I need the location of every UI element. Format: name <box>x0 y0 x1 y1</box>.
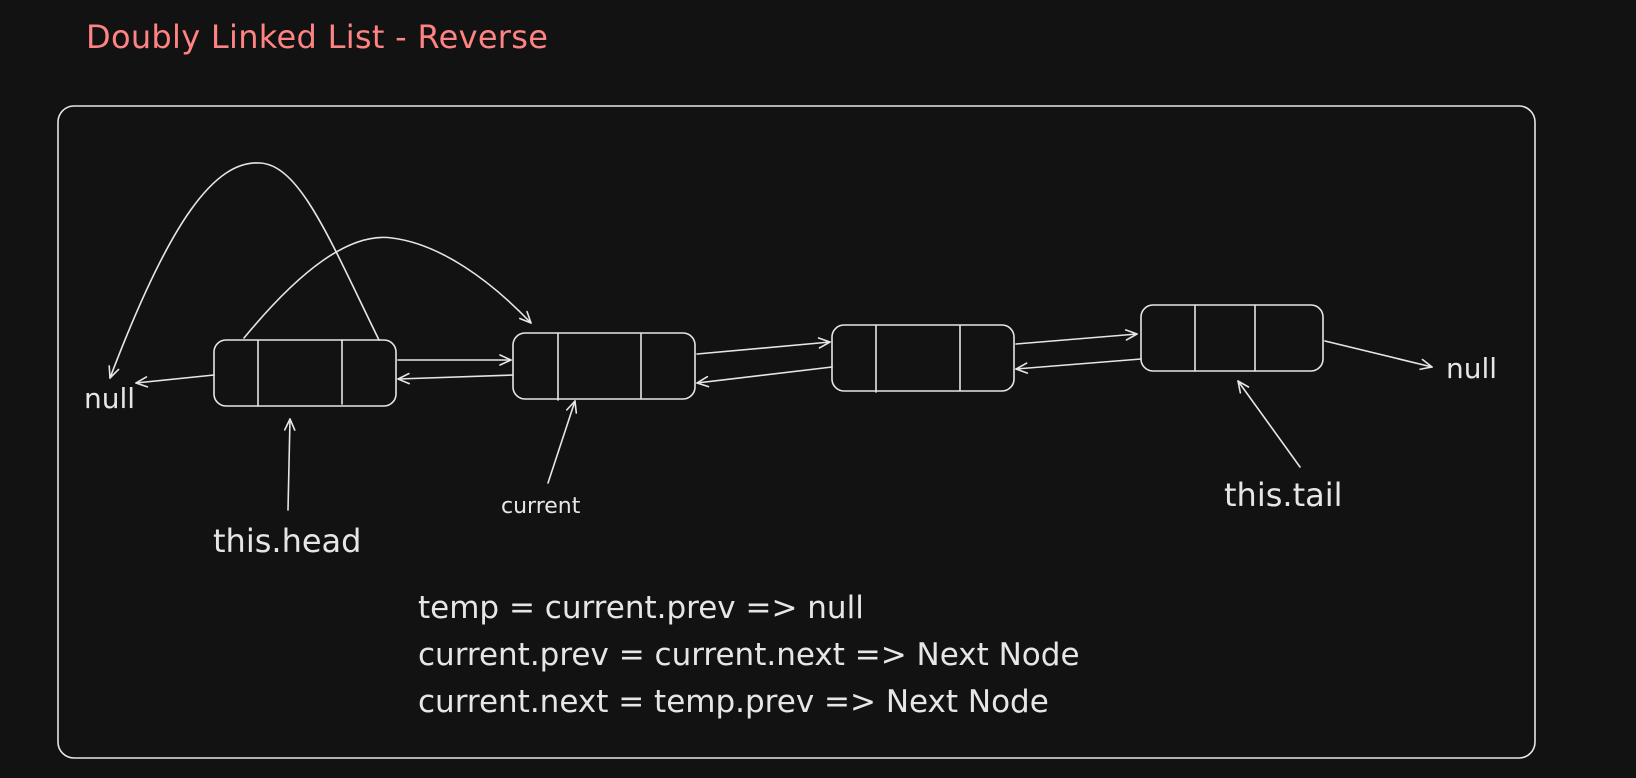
arrow-tail-pointer <box>1237 380 1301 468</box>
node-4 <box>1140 304 1324 372</box>
code-line-3: current.next = temp.prev => Next Node <box>418 684 1049 720</box>
current-label: current <box>501 494 581 519</box>
arrow-node2-to-node3 <box>696 337 831 355</box>
curve-node1-to-node2 <box>243 236 532 339</box>
curve-node1-next-to-null <box>108 162 380 379</box>
code-line-2: current.prev = current.next => Next Node <box>418 637 1080 673</box>
arrow-node4-to-null <box>1324 340 1433 371</box>
null-right-label: null <box>1446 352 1498 385</box>
arrow-node1-to-null <box>135 374 215 388</box>
head-label: this.head <box>213 522 362 560</box>
code-line-1: temp = current.prev => null <box>418 590 864 626</box>
tail-label: this.tail <box>1224 476 1343 514</box>
frame <box>57 105 1536 759</box>
arrow-node3-to-node2 <box>696 366 833 388</box>
diagram-title: Doubly Linked List - Reverse <box>86 18 549 56</box>
node-1 <box>213 339 397 407</box>
arrow-node3-to-node4 <box>1015 329 1138 345</box>
node-3 <box>831 324 1015 393</box>
arrow-node4-to-node3 <box>1015 358 1142 374</box>
arrow-head-pointer <box>283 418 296 511</box>
node-2 <box>512 332 696 401</box>
null-left-label: null <box>84 382 136 415</box>
arrow-node2-to-node1 <box>397 372 514 385</box>
arrow-current-pointer <box>547 400 578 484</box>
